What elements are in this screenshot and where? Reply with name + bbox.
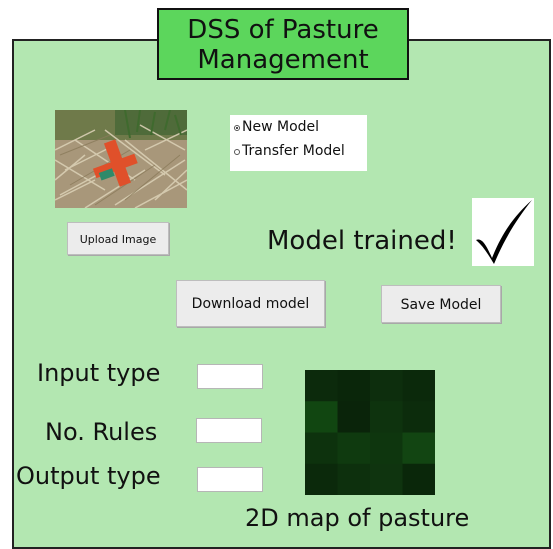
radio-new-model[interactable]: New Model [230,115,367,139]
app-title-line1: DSS of Pasture [187,15,379,45]
pasture-2d-map [305,370,436,496]
map-cell [337,432,371,465]
map-cell [305,401,338,433]
radio-new-model-label: New Model [242,119,320,135]
pasture-photo [55,110,187,208]
map-cell [402,463,436,496]
no-rules-label: No. Rules [45,418,158,446]
map-cell [370,370,403,402]
radio-transfer-model[interactable]: Transfer Model [230,139,367,163]
app-title-line2: Management [197,45,369,75]
pasture-photo-image [55,110,187,208]
map-cell [402,401,436,433]
download-model-button[interactable]: Download model [176,280,325,327]
input-type-field[interactable] [197,364,263,389]
input-type-label: Input type [37,359,161,387]
checkmark-icon [472,198,534,266]
map-cell [370,432,403,465]
radio-selected-icon[interactable] [234,125,240,131]
radio-unselected-icon[interactable] [234,149,240,155]
app-title: DSS of Pasture Management [157,8,409,80]
map-cell [305,432,338,465]
model-status-text: Model trained! [267,226,457,256]
map-cell [305,463,338,496]
map-cell [402,432,436,465]
upload-image-button[interactable]: Upload Image [67,222,169,255]
model-type-radio-group: New Model Transfer Model [230,115,367,171]
map-caption: 2D map of pasture [245,504,470,532]
save-model-button[interactable]: Save Model [381,285,501,323]
map-cell [402,370,436,402]
radio-transfer-model-label: Transfer Model [242,143,345,159]
map-cell [337,370,371,402]
map-cell [370,463,403,496]
output-type-label: Output type [16,462,161,490]
map-cell [337,401,371,433]
pasture-map-grid [305,370,436,496]
map-cell [370,401,403,433]
map-cell [337,463,371,496]
map-cell [305,370,338,402]
output-type-field[interactable] [197,467,263,492]
no-rules-field[interactable] [196,418,262,443]
